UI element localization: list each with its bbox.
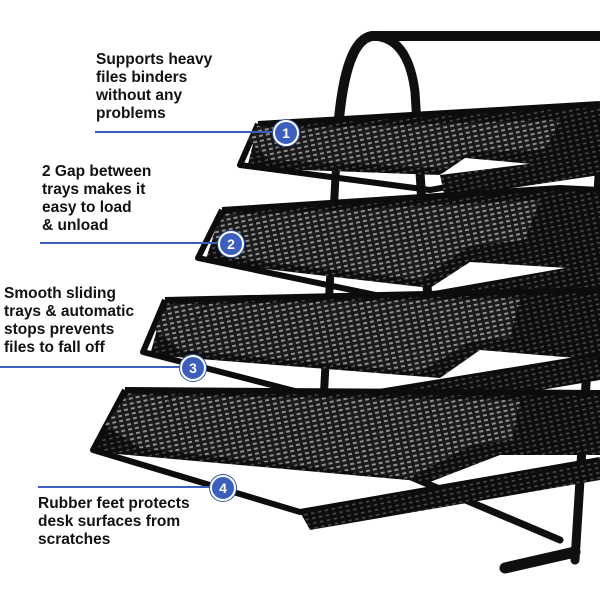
callout-2-text: 2 Gap between trays makes it easy to loa… [42,163,152,234]
callout-3-leader-line [0,366,182,368]
tray-4 [90,387,600,530]
tray-1 [237,101,600,198]
callout-1-leader-line [95,131,275,133]
inner-handle-bar [367,31,433,305]
callout-1-text: Supports heavy files binders without any… [96,51,213,122]
callout-4-text: Rubber feet protects desk surfaces from … [38,495,190,548]
callout-3-number-badge: 3 [180,355,206,381]
tray-3 [140,287,600,424]
foot-bar [499,546,581,574]
callout-4-leader-line [38,486,212,488]
callout-2-number-badge: 2 [218,231,244,257]
callout-3-text: Smooth sliding trays & automatic stops p… [4,285,135,356]
callout-1-number-badge: 1 [273,120,299,146]
callout-2-leader-line [40,242,220,244]
callout-4-number-badge: 4 [210,475,236,501]
